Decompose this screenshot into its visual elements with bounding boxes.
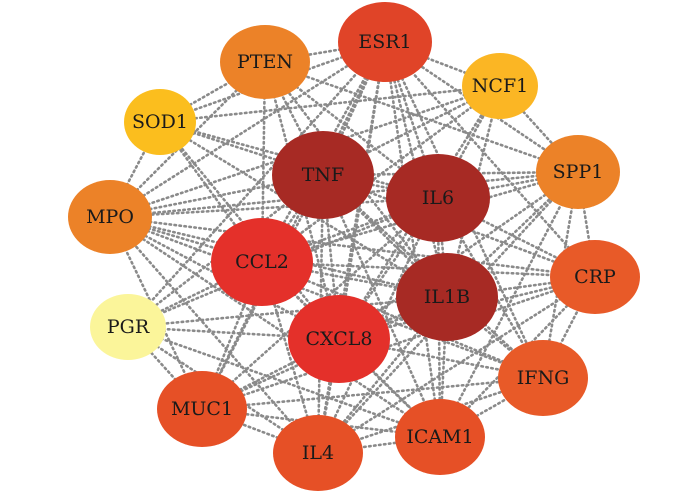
node-label-ifng: IFNG: [517, 367, 570, 389]
edge-pgr-icam1: [126, 325, 442, 439]
node-muc1: MUC1: [157, 371, 247, 447]
edge-ncf1-sod1: [158, 84, 502, 124]
node-shape-cxcl8: [288, 295, 390, 383]
edge-mpo-il1b: [108, 215, 449, 299]
node-shape-crp: [550, 240, 640, 314]
node-ncf1: NCF1: [462, 53, 538, 119]
node-shape-mpo: [68, 180, 152, 254]
edge-crp-muc1: [200, 275, 597, 411]
node-shape-esr1: [338, 2, 432, 82]
node-label-esr1: ESR1: [358, 31, 411, 53]
node-ifng: IFNG: [498, 340, 588, 416]
node-label-sod1: SOD1: [132, 111, 188, 133]
edge-pten-il1b: [263, 60, 449, 299]
edge-spp1-icam1: [438, 170, 580, 439]
node-shape-pten: [220, 25, 310, 99]
edge-il6-muc1: [200, 196, 440, 411]
node-label-tnf: TNF: [302, 164, 344, 186]
node-shape-pgr: [90, 294, 166, 360]
edge-ifng-muc1: [200, 376, 545, 411]
edge-esr1-crp: [383, 40, 597, 279]
node-shape-il6: [386, 154, 490, 242]
node-label-il4: IL4: [302, 442, 334, 464]
edge-pten-cxcl8: [263, 60, 341, 341]
node-shape-ncf1: [462, 53, 538, 119]
node-label-spp1: SPP1: [553, 161, 604, 183]
node-label-crp: CRP: [574, 266, 616, 288]
node-label-il6: IL6: [422, 187, 454, 209]
node-icam1: ICAM1: [395, 399, 485, 475]
edge-tnf-icam1: [321, 173, 442, 439]
node-pgr: PGR: [90, 294, 166, 360]
edge-mpo-crp: [108, 215, 597, 279]
node-esr1: ESR1: [338, 2, 432, 82]
edge-ncf1-ccl2: [260, 84, 502, 264]
edge-il6-mpo: [108, 196, 440, 219]
edge-esr1-il4: [316, 40, 387, 455]
edge-il1b-pgr: [126, 295, 449, 329]
edge-pten-spp1: [263, 60, 580, 174]
node-label-muc1: MUC1: [171, 398, 233, 420]
node-il4: IL4: [273, 415, 363, 491]
node-shape-ifng: [498, 340, 588, 416]
node-shape-il4: [273, 415, 363, 491]
edge-ccl2-ifng: [260, 260, 545, 380]
node-mpo: MPO: [68, 180, 152, 254]
edge-sod1-tnf: [158, 120, 325, 177]
edge-il6-pgr: [126, 196, 440, 329]
node-il6: IL6: [386, 154, 490, 242]
node-shape-ccl2: [211, 218, 313, 306]
node-ccl2: CCL2: [211, 218, 313, 306]
node-il1b: IL1B: [396, 253, 498, 341]
node-label-mpo: MPO: [86, 206, 134, 228]
node-label-icam1: ICAM1: [406, 426, 473, 448]
node-pten: PTEN: [220, 25, 310, 99]
node-cxcl8: CXCL8: [288, 295, 390, 383]
node-shape-icam1: [395, 399, 485, 475]
node-label-ccl2: CCL2: [235, 251, 289, 273]
node-shape-il1b: [396, 253, 498, 341]
edge-crp-il4: [316, 275, 597, 455]
node-sod1: SOD1: [124, 89, 196, 155]
edge-mpo-il4: [108, 215, 320, 455]
node-tnf: TNF: [272, 131, 374, 219]
node-spp1: SPP1: [536, 135, 620, 209]
node-label-il1b: IL1B: [424, 286, 470, 308]
node-label-pten: PTEN: [237, 51, 293, 73]
node-label-pgr: PGR: [107, 316, 150, 338]
edge-esr1-mpo: [108, 40, 387, 219]
node-label-cxcl8: CXCL8: [306, 328, 373, 350]
node-shape-sod1: [124, 89, 196, 155]
node-shape-spp1: [536, 135, 620, 209]
node-shape-muc1: [157, 371, 247, 447]
node-crp: CRP: [550, 240, 640, 314]
edge-mpo-icam1: [108, 215, 442, 439]
node-label-ncf1: NCF1: [472, 75, 528, 97]
node-shape-tnf: [272, 131, 374, 219]
